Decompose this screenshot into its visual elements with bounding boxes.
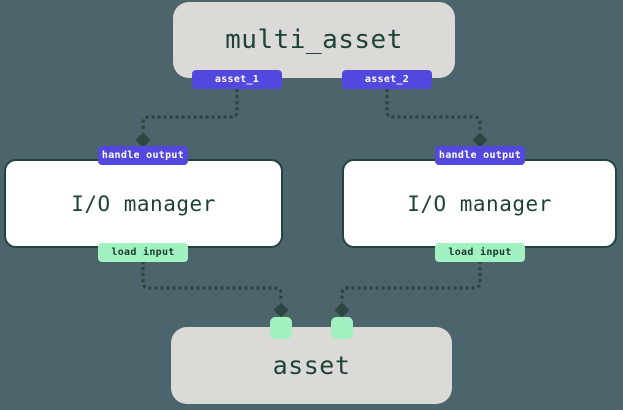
handle-output-badge-left: handle output xyxy=(98,146,188,165)
multi-asset-label: multi_asset xyxy=(225,25,403,55)
arrow-diamond-icon xyxy=(472,132,488,148)
asset-1-output-badge-label: asset_1 xyxy=(214,74,260,85)
arrow-diamond-icon xyxy=(273,302,289,318)
io-manager-label-left: I/O manager xyxy=(71,191,216,216)
io-manager-node-left: I/O manager xyxy=(4,159,283,248)
load-input-badge-right: load input xyxy=(435,243,525,262)
io-manager-label-right: I/O manager xyxy=(407,191,552,216)
asset-2-output-badge-label: asset_2 xyxy=(364,74,410,85)
asset-input-port-left xyxy=(270,317,292,339)
asset-input-port-right xyxy=(331,317,353,339)
handle-output-badge-right: handle output xyxy=(435,146,525,165)
multi-asset-node: multi_asset xyxy=(173,2,455,78)
asset-label: asset xyxy=(272,351,351,380)
arrow-asset1-to-handle-output xyxy=(141,89,239,132)
asset-node: asset xyxy=(171,327,452,404)
arrow-load-input-to-asset-left xyxy=(141,261,283,302)
arrow-diamond-icon xyxy=(334,302,350,318)
load-input-badge-left: load input xyxy=(98,243,188,262)
asset-2-output-badge: asset_2 xyxy=(342,70,432,89)
load-input-badge-left-label: load input xyxy=(111,247,175,258)
io-manager-node-right: I/O manager xyxy=(342,159,617,248)
handle-output-badge-right-label: handle output xyxy=(438,150,522,161)
handle-output-badge-left-label: handle output xyxy=(101,150,185,161)
asset-1-output-badge: asset_1 xyxy=(192,70,282,89)
arrow-diamond-icon xyxy=(135,132,151,148)
arrow-asset2-to-handle-output xyxy=(385,89,482,132)
load-input-badge-right-label: load input xyxy=(448,247,512,258)
arrow-load-input-to-asset-right xyxy=(340,261,482,302)
